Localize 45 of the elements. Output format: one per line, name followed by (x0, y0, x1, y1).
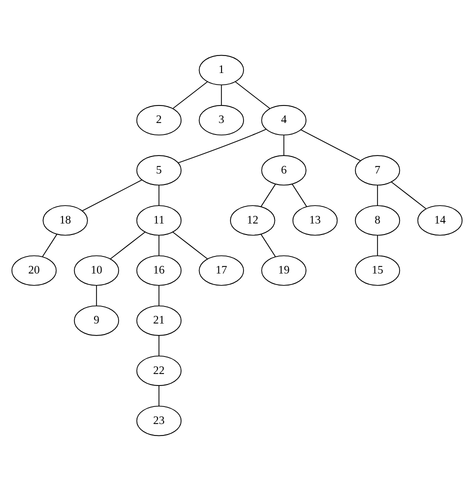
connector (390, 180, 426, 209)
node-ellipse: 8 (354, 204, 400, 236)
connector (158, 184, 160, 206)
node-ellipse: 16 (136, 254, 182, 286)
node-ellipse: 13 (292, 204, 338, 236)
connector (96, 284, 97, 306)
connector (260, 183, 276, 206)
node-ellipse: 2 (136, 104, 182, 135)
connector (220, 84, 222, 106)
connector (260, 233, 276, 257)
node-ellipse: 15 (354, 254, 400, 286)
connector (158, 334, 160, 356)
connector (158, 284, 160, 306)
node-ellipse: 22 (136, 355, 182, 386)
connector (82, 179, 142, 211)
node-ellipse: 20 (11, 254, 57, 286)
node-ellipse: 18 (42, 204, 88, 236)
connector (300, 128, 361, 161)
connector (377, 184, 378, 206)
connector (234, 80, 270, 108)
connector (172, 231, 208, 259)
connector (110, 231, 146, 259)
connector (283, 134, 284, 156)
node-ellipse: 4 (261, 104, 306, 135)
connector (377, 234, 378, 256)
node-ellipse: 12 (230, 204, 276, 236)
node-ellipse: 9 (74, 304, 120, 336)
node-ellipse: 10 (74, 254, 120, 286)
node-ellipse: 14 (417, 204, 463, 236)
node-ellipse: 1 (198, 54, 244, 85)
node-ellipse: 19 (261, 254, 306, 286)
connector (178, 128, 266, 163)
connector (158, 234, 160, 256)
node-ellipse: 17 (198, 254, 244, 286)
connector (172, 80, 208, 108)
node-ellipse: 5 (136, 154, 182, 186)
node-ellipse: 7 (354, 154, 400, 186)
node-ellipse: 11 (136, 204, 182, 236)
node-ellipse: 23 (136, 405, 182, 436)
connector (158, 384, 160, 406)
node-ellipse: 3 (198, 104, 244, 135)
node-ellipse: 21 (136, 304, 182, 336)
node-ellipse: 6 (261, 154, 306, 186)
connector (292, 183, 308, 206)
connector (42, 233, 58, 257)
